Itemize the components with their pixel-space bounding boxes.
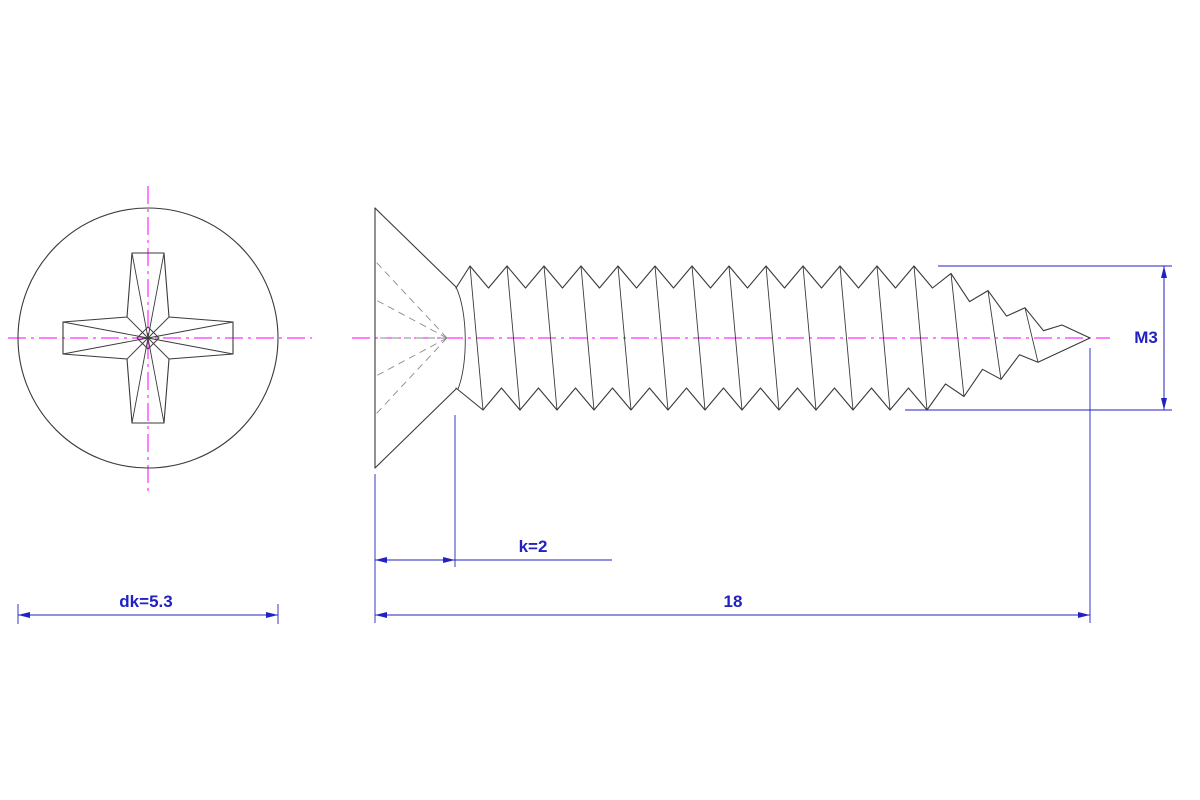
recess-flank-line (131, 337, 149, 424)
head-bottom-taper (374, 388, 457, 469)
thread-flank-line (691, 265, 706, 411)
recess-diagonal-line (126, 316, 149, 339)
arrow-left-icon (375, 612, 387, 618)
arrow-right-icon (1078, 612, 1090, 618)
thread-runout-curve (455, 286, 466, 390)
recess-diagonal-line (126, 337, 149, 360)
dimension-thread-size: M3 (905, 265, 1172, 411)
recess-diagonal-line (147, 316, 170, 339)
thread-flank-line (728, 265, 743, 411)
recess-hidden-line (375, 299, 448, 339)
recess-flank-line (62, 337, 149, 355)
thread-profile (455, 265, 1091, 411)
thread-flank-line (839, 265, 854, 411)
thread-flank-line (802, 265, 817, 411)
thread-flank-line (1024, 307, 1039, 363)
thread-flank-line (469, 265, 484, 411)
thread-flank-line (543, 265, 558, 411)
arrow-right-icon (266, 612, 278, 618)
recess-center-diamond (136, 326, 160, 350)
phillips-recess-diagonals (126, 316, 170, 360)
recess-diagonal-line (147, 337, 170, 360)
thread-flank-line (580, 265, 595, 411)
thread-flank-line (950, 272, 965, 397)
recess-flank-line (131, 252, 149, 339)
thread-flank-line (765, 265, 780, 411)
thread-outline-bottom (455, 337, 1091, 411)
front-view (8, 186, 312, 492)
dimension-label-head-height: k=2 (519, 537, 548, 556)
recess-hidden-line (375, 261, 448, 339)
head-circle (17, 207, 279, 469)
recess-flank-line (147, 252, 165, 339)
arrow-left-icon (18, 612, 30, 618)
thread-outline-top (455, 265, 1091, 339)
recess-flank-line (62, 321, 149, 339)
arrow-up-icon (1161, 266, 1167, 278)
thread-flank-line (987, 290, 1002, 380)
recess-hidden-line (375, 337, 448, 377)
recess-flank-line (147, 337, 234, 355)
recess-hidden-lines (375, 261, 448, 415)
dimension-length: 18 (375, 348, 1091, 623)
thread-flank-line (617, 265, 632, 411)
thread-flank-line (876, 265, 891, 411)
arrow-down-icon (1161, 398, 1167, 410)
recess-flank-line (147, 321, 234, 339)
dimension-head-diameter: dk=5.3 (17, 592, 279, 624)
thread-flank-line (506, 265, 521, 411)
dimension-label-length: 18 (724, 592, 743, 611)
dimension-label-thread-size: M3 (1134, 328, 1158, 347)
recess-hidden-line (375, 337, 448, 415)
dimension-label-head-diameter: dk=5.3 (119, 592, 172, 611)
arrow-right-icon (443, 557, 455, 563)
thread-flank-line (654, 265, 669, 411)
head-top-taper (374, 207, 457, 288)
side-view (352, 207, 1110, 469)
dimension-head-height: k=2 (374, 415, 612, 623)
recess-flank-line (147, 337, 165, 424)
thread-flank-line (913, 265, 928, 411)
arrow-left-icon (375, 557, 387, 563)
screw-head-profile (374, 207, 466, 469)
phillips-recess-flanks (62, 252, 234, 424)
